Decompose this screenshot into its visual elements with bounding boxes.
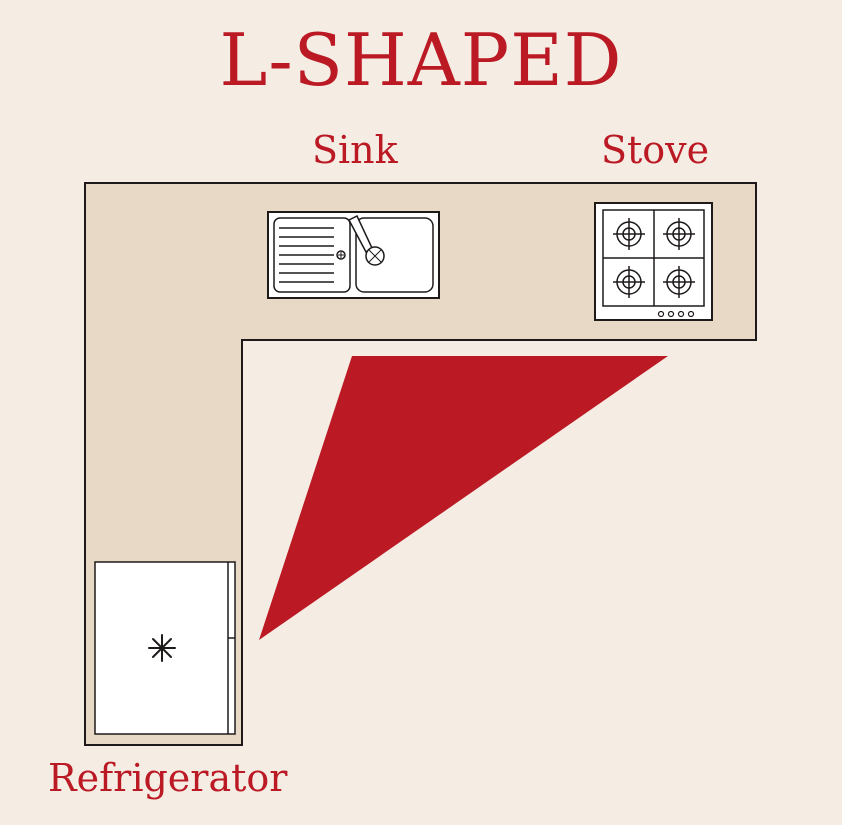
work-triangle [259, 356, 668, 640]
burner-icon [663, 266, 695, 298]
burner-icon [613, 218, 645, 250]
burner-icon [663, 218, 695, 250]
snowflake-icon [148, 634, 176, 662]
page-title: L-SHAPED [219, 18, 623, 102]
l-shaped-counter [84, 182, 757, 746]
sink-icon [267, 211, 440, 299]
sink-label: Sink [312, 128, 398, 172]
stove-icon [594, 202, 713, 321]
stove-label: Stove [601, 128, 710, 172]
refrigerator-label: Refrigerator [48, 756, 288, 800]
burner-icon [613, 266, 645, 298]
